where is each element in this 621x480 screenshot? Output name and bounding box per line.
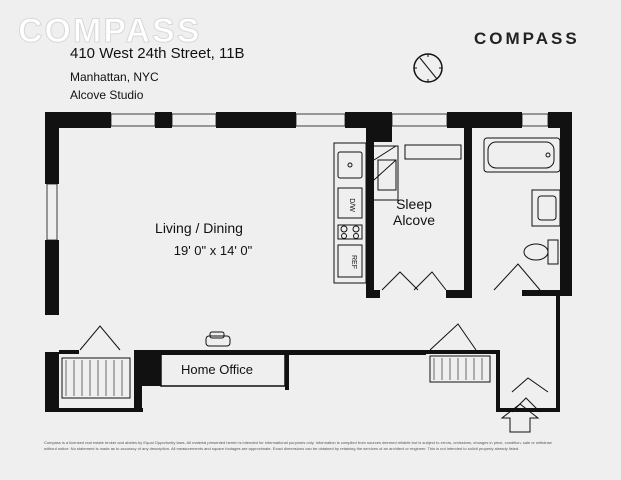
closet-door-icon [381, 271, 447, 291]
bathroom-door-icon [493, 263, 541, 291]
exterior-walls [45, 112, 572, 412]
legal-disclaimer: Compass is a licensed real estate broker… [44, 440, 552, 451]
bathtub-icon [483, 137, 561, 173]
dishwasher-label: D/W [348, 198, 355, 212]
refrigerator-label: REF [350, 255, 357, 269]
compass-brand-logo: COMPASS [474, 29, 580, 48]
compass-watermark-logo: COMPASS [17, 12, 202, 51]
toilet-icon [523, 239, 559, 265]
kitchen-counter [333, 142, 367, 284]
listing-unit-type: Alcove Studio [70, 88, 144, 102]
home-office-area [160, 353, 286, 387]
living-dining-label: Living / Dining [155, 220, 243, 236]
entry-arrow-icon [500, 377, 549, 433]
listing-address: 410 West 24th Street, 11B [70, 45, 245, 62]
hall-closet-door-icon [429, 323, 491, 383]
north-compass-icon [413, 53, 443, 83]
bed-icon [373, 144, 462, 201]
windows [46, 113, 549, 241]
bathroom-sink-icon [531, 189, 561, 227]
interior-walls [45, 128, 572, 412]
sleep-alcove-label-line2: Alcove [393, 212, 435, 228]
home-office-label: Home Office [181, 362, 253, 377]
left-closet-icon [61, 325, 131, 399]
desk-chair-icon [205, 331, 231, 347]
listing-location: Manhattan, NYC [70, 70, 159, 84]
sleep-alcove-label-line1: Sleep [396, 196, 432, 212]
living-dining-dimensions: 19' 0" x 14' 0" [174, 243, 253, 258]
